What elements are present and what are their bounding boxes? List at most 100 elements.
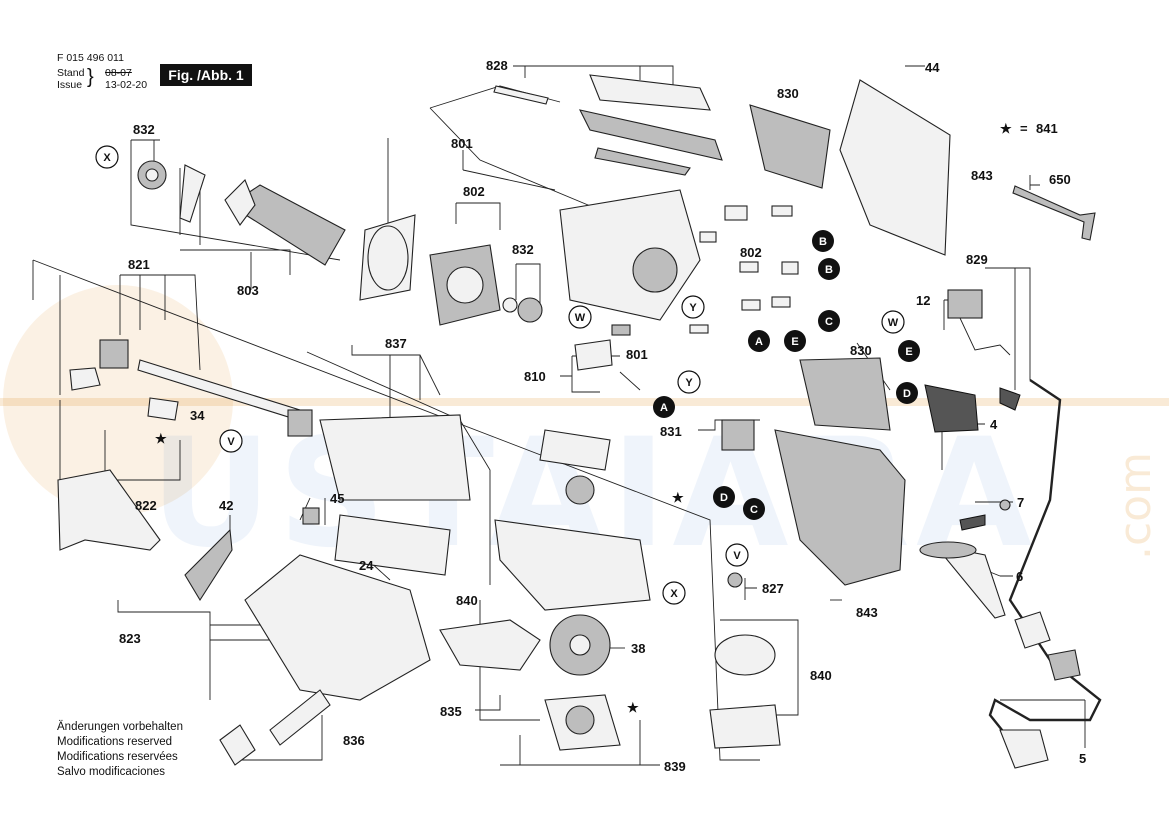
svg-text:E: E (791, 336, 798, 348)
figure-label: Fig. /Abb. 1 (160, 64, 252, 86)
connector-y-1: Y (681, 295, 705, 319)
connector-e-1: E (784, 330, 806, 352)
label-44: 44 (925, 60, 940, 75)
star-icon: ★ (627, 700, 639, 715)
connector-v-2: V (725, 543, 749, 567)
note-line: Modifications reserved (57, 736, 173, 748)
part-34-clamp (147, 397, 179, 421)
label-832-mid: 832 (512, 242, 534, 257)
svg-text:D: D (720, 492, 728, 504)
part-823-clamp (219, 724, 256, 766)
label-837: 837 (385, 336, 407, 351)
note-line: Salvo modificaciones (57, 766, 166, 778)
part-828-cover (589, 74, 711, 111)
connector-v-1: V (219, 429, 243, 453)
svg-text:A: A (755, 336, 763, 348)
svg-text:X: X (670, 588, 678, 600)
part-810-brush (574, 339, 613, 371)
part-821-block (99, 339, 129, 369)
label-650: 650 (1049, 172, 1071, 187)
svg-text:B: B (819, 236, 827, 248)
part-7-clamp (959, 514, 986, 531)
doc-number: F 015 496 011 (57, 52, 124, 64)
parts (57, 74, 1102, 769)
issue-label: Issue (57, 79, 83, 91)
label-802-top: 802 (463, 184, 485, 199)
star-icon: ★ (672, 490, 684, 505)
connector-y-2: Y (677, 370, 701, 394)
label-45: 45 (330, 491, 344, 506)
label-831: 831 (660, 424, 682, 439)
label-802-mid: 802 (740, 245, 762, 260)
label-836: 836 (343, 733, 365, 748)
svg-text:B: B (825, 264, 833, 276)
svg-text:D: D (903, 388, 911, 400)
label-7: 7 (1017, 495, 1024, 510)
connector-e-2: E (898, 340, 920, 362)
part-gearbox (494, 519, 651, 611)
label-6: 6 (1016, 569, 1023, 584)
label-827: 827 (762, 581, 784, 596)
connector-b-2: B (818, 258, 840, 280)
label-839: 839 (664, 759, 686, 774)
part-827-ring (727, 572, 743, 588)
part-4-switch (924, 384, 979, 433)
svg-text:C: C (825, 316, 833, 328)
part-24-housing (244, 554, 431, 701)
svg-text:W: W (888, 317, 899, 329)
stand-label: Stand (57, 67, 85, 79)
svg-text:V: V (227, 436, 235, 448)
label-843-top: 843 (971, 168, 993, 183)
part-12-capacitor (947, 289, 983, 319)
label-5: 5 (1079, 751, 1086, 766)
part-801-housing (559, 189, 701, 321)
note-line: Änderungen vorbehalten (57, 721, 183, 733)
part-650-key (1012, 185, 1096, 241)
svg-text:A: A (660, 402, 668, 414)
part-830-top (749, 104, 831, 189)
label-42: 42 (219, 498, 233, 513)
svg-text:C: C (750, 504, 758, 516)
svg-text:E: E (905, 346, 912, 358)
connector-w-1: W (568, 305, 592, 329)
svg-text:V: V (733, 550, 741, 562)
star-icon: ★ (155, 431, 167, 446)
label-823: 823 (119, 631, 141, 646)
label-830-mid: 830 (850, 343, 872, 358)
star-markers: ★ ★ ★ (155, 431, 684, 715)
legend: ★ = 841 (1000, 121, 1058, 136)
watermark-suffix: .com (1110, 452, 1161, 560)
part-brush-holder (179, 164, 206, 223)
legend-star-icon: ★ (1000, 121, 1012, 136)
disclaimer-notes: Änderungen vorbehalten Modifications res… (57, 720, 183, 780)
label-38: 38 (631, 641, 645, 656)
part-832-bearing-mid (517, 297, 543, 323)
label-801: 801 (451, 136, 473, 151)
svg-text:X: X (103, 152, 111, 164)
part-5-plug (999, 729, 1049, 769)
label-840-left: 840 (456, 593, 478, 608)
stand-date: 08-07 (105, 67, 132, 79)
part-831-switch (721, 419, 755, 451)
label-832-left: 832 (133, 122, 155, 137)
part-fan (224, 179, 256, 226)
part-42-shoe (184, 528, 233, 602)
connector-d-1: D (896, 382, 918, 404)
connector-d-2: D (713, 486, 735, 508)
part-828-spring (493, 85, 549, 105)
connector-b-1: B (812, 230, 834, 252)
part-822-plate (57, 469, 161, 551)
part-836-lever (269, 689, 331, 746)
label-821: 821 (128, 257, 150, 272)
connector-a-2: A (653, 396, 675, 418)
part-5-cable (988, 379, 1102, 741)
note-line: Modifications reservées (57, 751, 178, 763)
label-12: 12 (916, 293, 930, 308)
part-828-pad (594, 147, 691, 176)
label-829: 829 (966, 252, 988, 267)
label-830-top: 830 (777, 86, 799, 101)
connector-c-2: C (743, 498, 765, 520)
label-803: 803 (237, 283, 259, 298)
